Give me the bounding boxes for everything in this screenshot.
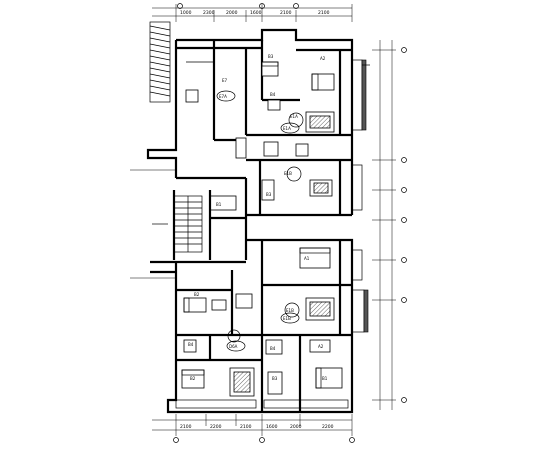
room-label-6: E1B — [284, 171, 292, 176]
bed-bottom-right — [315, 367, 343, 389]
room-label-7: E1B — [286, 308, 294, 313]
right-dimension-chain — [372, 40, 407, 410]
room-label-17: B3 — [272, 376, 278, 381]
bottom-dim-2: 2200 — [210, 424, 222, 430]
unit-tag-2: E1A — [283, 126, 291, 131]
upper-unit-walls — [146, 28, 370, 217]
room-label-3: A2 — [320, 56, 326, 61]
top-dim-5: 2100 — [280, 10, 292, 16]
bed-mid — [261, 179, 275, 201]
bottom-dim-5: 2000 — [290, 424, 302, 430]
room-label-8: B1 — [216, 202, 222, 207]
desk-mid — [209, 195, 237, 211]
top-dim-3: 2000 — [226, 10, 238, 16]
unit-tag-3: E1B — [283, 316, 291, 321]
room-label-9: B3 — [266, 192, 272, 197]
room-label-16: B4 — [188, 342, 194, 347]
left-annotations — [130, 61, 214, 279]
unit-tags: E7A E1A E1B D6A — [216, 90, 300, 352]
upper-table — [185, 89, 199, 103]
bed-top-right — [311, 73, 335, 91]
room-label-15: B1 — [322, 376, 328, 381]
room-label-4: B4 — [270, 92, 276, 97]
stair-core — [172, 178, 248, 260]
bottom-dim-1: 2100 — [180, 424, 192, 430]
room-label-1: E7 — [222, 78, 228, 83]
bed-lower-left — [183, 297, 207, 313]
bottom-dim-3: 2100 — [240, 424, 252, 430]
top-dim-1: 1000 — [180, 10, 192, 16]
top-dim-2: 2300 — [203, 10, 215, 16]
unit-tag-4: D6A — [229, 344, 238, 349]
top-dimension-chain: 1000 2300 2000 1600 2100 2100 — [152, 3, 353, 22]
lower-unit-walls — [150, 238, 369, 414]
room-label-5: E1A — [290, 114, 298, 119]
room-labels: E7 B3 A2 B4 E1A E1B E1B B1 B3 B2 A1 A2 B… — [188, 54, 328, 381]
room-label-2: B3 — [268, 54, 274, 59]
lower-furniture — [181, 247, 343, 397]
bed-top-left — [261, 61, 279, 77]
bottom-dimension-chain: 2100 2200 2100 1600 2000 2200 — [152, 414, 355, 443]
round-table-upper — [288, 112, 304, 128]
top-dim-4: 1600 — [250, 10, 262, 16]
ramp-hatch-lines — [149, 25, 171, 97]
bottom-dim-4: 1600 — [266, 424, 278, 430]
room-label-13: B2 — [190, 376, 196, 381]
upper-furniture — [185, 61, 335, 211]
bottom-dim-6: 2200 — [322, 424, 334, 430]
unit-tag-1: E7A — [219, 94, 227, 99]
top-dim-6: 2100 — [318, 10, 330, 16]
room-label-11: A1 — [304, 256, 310, 261]
ramp-strip — [149, 21, 171, 103]
room-label-10: B2 — [194, 292, 200, 297]
room-label-12: A2 — [318, 344, 324, 349]
room-label-14: B4 — [270, 346, 276, 351]
